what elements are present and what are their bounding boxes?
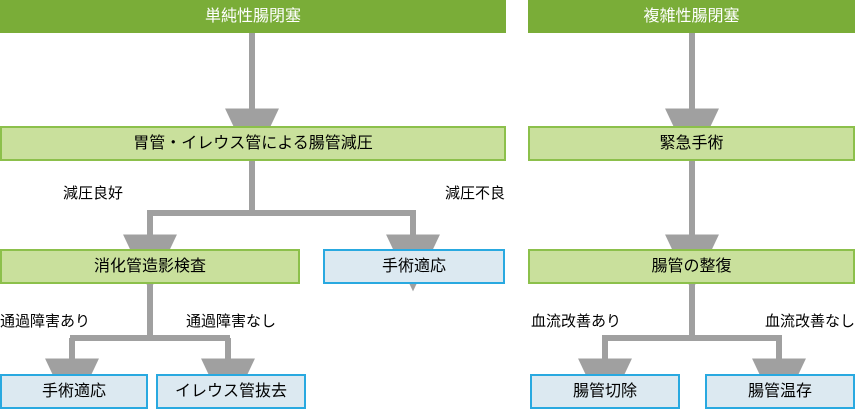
node-bowel-reduction[interactable]: 腸管の整復 bbox=[528, 249, 855, 284]
edge-label-decompression-good: 減圧良好 bbox=[63, 185, 124, 202]
edge-label-decompression-poor: 減圧不良 bbox=[444, 185, 505, 202]
node-bowel-preservation[interactable]: 腸管温存 bbox=[705, 374, 855, 409]
node-surgical-indication-upper[interactable]: 手術適応 bbox=[323, 249, 505, 284]
header-simple-obstruction: 単純性腸閉塞 bbox=[0, 0, 506, 33]
node-gi-contrast-study[interactable]: 消化管造影検査 bbox=[0, 249, 300, 284]
edge-label-passage-impaired: 通過障害あり bbox=[0, 313, 91, 330]
node-emergency-surgery[interactable]: 緊急手術 bbox=[528, 126, 855, 161]
header-complex-obstruction: 複雑性腸閉塞 bbox=[528, 0, 855, 33]
edge-label-perfusion-not-improved: 血流改善なし bbox=[764, 313, 855, 330]
edge-label-perfusion-improved: 血流改善あり bbox=[531, 313, 622, 330]
edge-label-passage-clear: 通過障害なし bbox=[186, 313, 277, 330]
node-intestinal-decompression[interactable]: 胃管・イレウス管による腸管減圧 bbox=[0, 126, 506, 161]
node-bowel-resection[interactable]: 腸管切除 bbox=[530, 374, 680, 409]
node-surgical-indication-lower[interactable]: 手術適応 bbox=[0, 374, 148, 409]
node-ileus-tube-removal[interactable]: イレウス管抜去 bbox=[156, 374, 306, 409]
branch-left-decompression bbox=[123, 161, 440, 292]
